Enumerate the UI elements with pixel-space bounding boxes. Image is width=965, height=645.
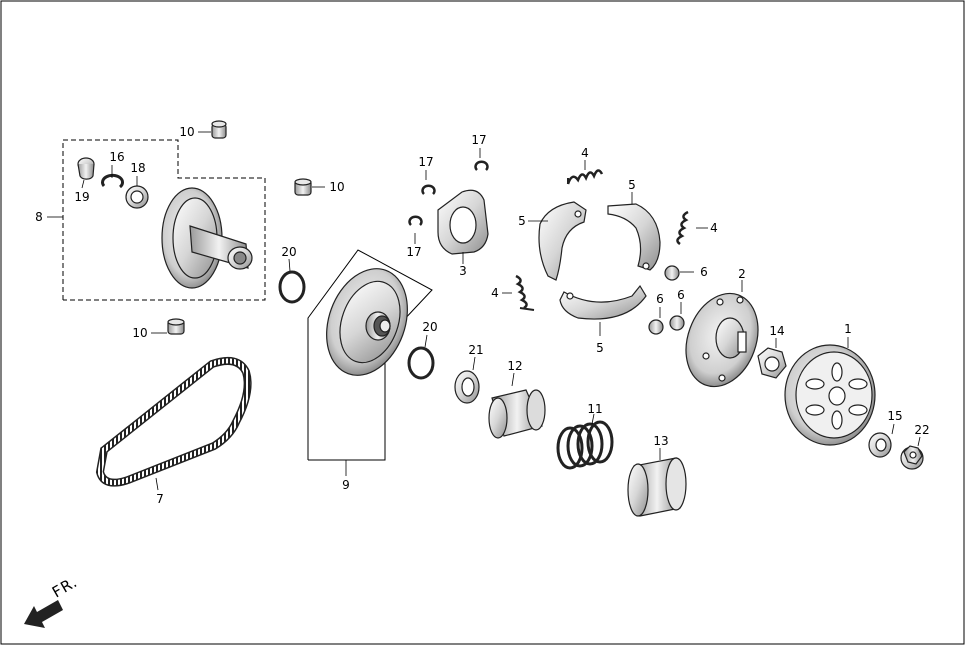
- callout-18: 18: [130, 161, 145, 175]
- callout-17-b: 17: [418, 155, 433, 169]
- part-6-damper-c: [669, 302, 685, 331]
- part-11-torque-spring: [556, 413, 614, 470]
- part-5-clutch-shoe-left: [528, 201, 587, 281]
- part-17-circlip-c: [408, 215, 423, 244]
- part-4-spring-left: [502, 274, 535, 311]
- part-4-spring-top: [566, 160, 604, 185]
- callout-10-lower: 10: [132, 326, 147, 340]
- part-1-clutch-bell: [784, 337, 876, 446]
- part-3-plate: [437, 189, 489, 264]
- assembly-9-drive-pulley: [307, 249, 433, 476]
- callout-15: 15: [887, 409, 902, 423]
- callout-5-left: 5: [518, 214, 526, 228]
- callout-20-upper: 20: [281, 245, 296, 259]
- part-20-o-ring-upper: [278, 258, 306, 304]
- callout-14: 14: [769, 324, 784, 338]
- callout-9: 9: [342, 478, 350, 492]
- callout-6-a: 6: [700, 265, 708, 279]
- part-17-circlip-b: [421, 170, 436, 195]
- callout-3: 3: [459, 264, 467, 278]
- front-direction-label: FR.: [49, 573, 81, 602]
- part-5-clutch-shoe-right: [607, 192, 661, 271]
- callout-4-top: 4: [581, 146, 589, 160]
- callout-17-a: 17: [471, 133, 486, 147]
- callout-5-bottom: 5: [596, 341, 604, 355]
- callout-4-right: 4: [710, 221, 718, 235]
- callout-22: 22: [914, 423, 929, 437]
- callout-20-lower: 20: [422, 320, 437, 334]
- part-21-oil-seal: [454, 356, 480, 404]
- callout-10-middle: 10: [329, 180, 344, 194]
- part-16-circlip: [101, 173, 125, 189]
- callout-11: 11: [587, 402, 602, 416]
- callout-12: 12: [507, 359, 522, 373]
- callout-10-top: 10: [179, 125, 194, 139]
- part-10-cap-top: [198, 120, 227, 139]
- assembly-8-driven-pulley: [47, 139, 266, 301]
- part-2-drive-plate: [685, 280, 759, 388]
- assembly-8-dashed-box: [62, 139, 266, 301]
- front-arrow-icon: [24, 600, 63, 628]
- callout-17-c: 17: [406, 245, 421, 259]
- part-14-nut: [757, 338, 787, 379]
- part-15-washer: [868, 423, 895, 458]
- callout-6-b: 6: [656, 292, 664, 306]
- callout-21: 21: [468, 343, 483, 357]
- front-direction-indicator: FR.: [24, 573, 81, 628]
- callout-8: 8: [35, 210, 43, 224]
- callout-2: 2: [738, 267, 746, 281]
- part-7-drive-belt: [95, 356, 252, 491]
- callout-numbers: 1 2 3 4 4 4 5 5 5 6 6 6 7 8 9 10 10 10 1…: [35, 125, 929, 506]
- callout-19: 19: [74, 190, 89, 204]
- part-18-bearing: [125, 185, 149, 209]
- part-6-damper-b: [648, 307, 664, 335]
- part-6-damper-a: [664, 265, 694, 281]
- part-4-spring-right: [676, 210, 708, 246]
- driven-pulley-body: [161, 187, 253, 289]
- part-5-clutch-shoe-bottom: [559, 284, 647, 336]
- part-22-flange-nut: [900, 436, 924, 470]
- part-10-cap-middle: [294, 178, 325, 196]
- part-17-circlip-a: [474, 148, 489, 171]
- part-19-bushing: [77, 157, 95, 180]
- callout-16: 16: [109, 150, 124, 164]
- part-12-collar: [488, 372, 546, 439]
- part-10-cap-lower: [151, 318, 185, 335]
- part-13-seal-collar: [627, 448, 687, 517]
- part-20-o-ring-lower: [407, 334, 435, 380]
- callout-6-c: 6: [677, 288, 685, 302]
- callout-13: 13: [653, 434, 668, 448]
- callout-5-right: 5: [628, 178, 636, 192]
- callout-7: 7: [156, 492, 164, 506]
- callout-1: 1: [844, 322, 852, 336]
- callout-4-left: 4: [491, 286, 499, 300]
